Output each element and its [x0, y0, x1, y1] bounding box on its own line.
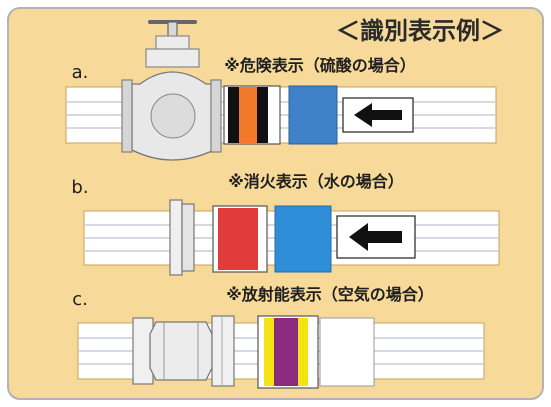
example-c-radioactive-bands — [257, 315, 319, 389]
left-arrow-icon — [342, 97, 414, 133]
band-red — [218, 208, 258, 270]
example-a-danger-bands — [223, 85, 281, 145]
band-yellow-2 — [298, 318, 308, 386]
union-nut-icon — [132, 315, 235, 387]
band-yellow-1 — [264, 318, 274, 386]
example-a-label: a. — [72, 62, 89, 83]
band-purple — [274, 318, 298, 386]
example-b-label: b. — [71, 177, 88, 198]
example-c-caption: ※放射能表示（空気の場合） — [226, 285, 434, 304]
band-black-2 — [257, 87, 268, 143]
left-arrow-icon — [336, 215, 416, 259]
example-a: a. ※危険表示（硫酸の場合） — [65, 20, 497, 161]
example-b: b. ※消火表示（水の場合） — [71, 172, 500, 276]
example-b-caption: ※消火表示（水の場合） — [228, 172, 404, 191]
band-black-1 — [228, 87, 239, 143]
example-c-color-band — [319, 317, 375, 387]
valve-icon — [121, 20, 222, 161]
example-c-label: c. — [72, 289, 88, 310]
band-orange — [239, 87, 257, 143]
example-c: c. ※放射能表示（空気の場合） — [72, 285, 485, 389]
example-a-caption: ※危険表示（硫酸の場合） — [224, 56, 416, 75]
example-b-color-band — [274, 205, 332, 273]
example-b-fire-band — [212, 205, 268, 273]
example-a-color-band — [288, 85, 338, 145]
flange-icon — [169, 199, 195, 276]
figure-title: ＜識別表示例＞ — [336, 17, 504, 45]
